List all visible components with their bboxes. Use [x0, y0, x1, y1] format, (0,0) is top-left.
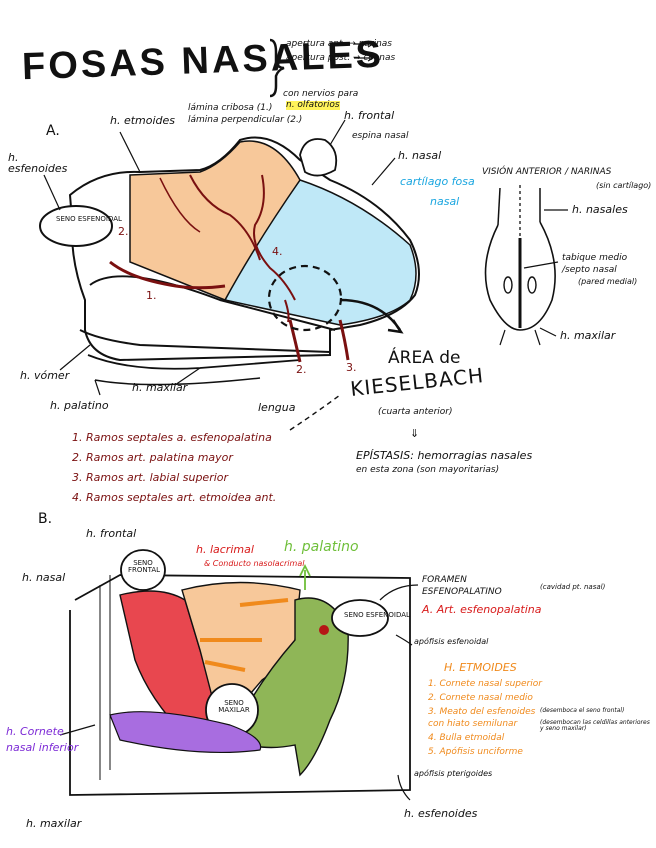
septum-diagram	[39, 119, 420, 431]
etmoides-item-3b: con hiato semilunar	[428, 719, 518, 729]
label-tabique-1: tabique medio	[562, 253, 628, 263]
etmoides-item-3: 3. Meato del esfenoides	[428, 707, 536, 717]
label-foramen-2: ESFENOPALATINO	[422, 587, 502, 597]
label-foramen-1: FORAMEN	[422, 575, 467, 585]
title-brace-line-2: apertura post. → coanas	[286, 53, 396, 63]
label-apofisis: apófisis esfenoidal	[414, 637, 489, 646]
frontal-sinus-b	[120, 549, 166, 591]
label-cartilago-1: cartílago fosa	[400, 175, 475, 188]
label-seno-maxilar: SENO MAXILAR	[218, 699, 250, 714]
label-h-etmoides: h. etmoides	[110, 114, 176, 127]
etmoides-item-2: 2. Cornete nasal medio	[428, 693, 533, 703]
label-h-frontal-a: h. frontal	[344, 109, 395, 122]
label-foramen-note: (cavidad pt. nasal)	[540, 583, 606, 591]
label-h-nasal-a: h. nasal	[398, 149, 442, 162]
artery-item-1: 1. Ramos septales a. esfenopalatina	[72, 431, 272, 444]
perpendicular-plate	[129, 140, 301, 301]
label-apofisis-pterigoides: apófisis pterigoides	[414, 769, 493, 778]
label-h-maxilar-a: h. maxilar	[132, 381, 188, 394]
sphenoid-sinus-a	[39, 205, 113, 247]
label-h-maxilar-vision: h. maxilar	[560, 329, 616, 342]
etmoides-item-5: 5. Apófisis unciforme	[428, 747, 523, 757]
section-a-marker: A.	[46, 123, 60, 139]
label-area-sub: (cuarta anterior)	[378, 407, 453, 417]
label-lengua: lengua	[258, 401, 296, 414]
label-lamina-cribosa: lámina cribosa (1.)	[188, 103, 273, 113]
vision-title: VISIÓN ANTERIOR / NARINAS	[482, 167, 612, 177]
label-cornete-2: nasal inferior	[6, 741, 79, 754]
label-cartilago-2: nasal	[430, 195, 460, 208]
lateral-wall-diagram	[59, 549, 419, 801]
label-h-vomer: h. vómer	[20, 369, 70, 382]
etmoides-item-1: 1. Cornete nasal superior	[428, 679, 542, 689]
number-3-marker: 3.	[346, 361, 357, 374]
vision-sub: (sin cartílago)	[596, 181, 652, 190]
section-b-marker: B.	[38, 511, 53, 527]
label-art-esfeno: A. Art. esfenopalatina	[422, 603, 542, 616]
label-tabique-2: /septo nasal	[562, 265, 617, 275]
number-1-marker: 1.	[146, 289, 157, 302]
label-h-nasal-b: h. nasal	[22, 571, 66, 584]
label-seno-frontal: SENO FRONTAL	[128, 559, 161, 574]
artery-item-3: 3. Ramos art. labial superior	[72, 471, 229, 484]
kiesselbach-area	[267, 264, 343, 332]
label-h-etmoides-left: h. esfenoides	[8, 151, 68, 175]
label-h-frontal-b: h. frontal	[86, 527, 137, 540]
label-h-etmoides-b: H. ETMOIDES	[444, 661, 517, 674]
title-brace	[269, 38, 285, 98]
label-h-lacrimal: h. lacrimal	[196, 543, 254, 556]
label-epistaxis-2: en esta zona (son mayoritarias)	[356, 465, 500, 475]
label-tabique-3: (pared medial)	[578, 277, 638, 286]
label-n-olfatorios: n. olfatorios	[286, 100, 340, 110]
label-cornete-1: h. Cornete	[6, 725, 64, 738]
sphenoid-sinus-b	[331, 599, 389, 637]
label-espina-nasal: espina nasal	[352, 131, 409, 141]
anterior-view-diagram	[484, 185, 568, 346]
label-h-palatino-a: h. palatino	[50, 399, 109, 412]
label-h-maxilar-b: h. maxilar	[26, 817, 82, 830]
etmoides-item-4: 4. Bulla etmoidal	[428, 733, 505, 743]
label-area-1: ÁREA de	[388, 348, 461, 368]
label-seno-esfenoidal-a: SENO ESFENOIDAL	[56, 215, 122, 223]
note-small-1: (desemboca el seno frontal)	[540, 707, 625, 714]
note-small-2: (desembocan las celdillas anteriores y s…	[540, 719, 650, 732]
number-2b-marker: 2.	[296, 363, 307, 376]
label-h-esfenoides-b: h. esfenoides	[404, 807, 478, 820]
artery-item-4: 4. Ramos septales art. etmoidea ant.	[72, 491, 277, 504]
down-arrow-glyph: ⇓	[410, 427, 420, 440]
label-conducto: & Conducto nasolacrimal	[204, 559, 305, 568]
label-seno-esfenoidal-b: SENO ESFENOIDAL	[344, 611, 410, 619]
number-4-marker: 4.	[272, 245, 283, 258]
artery-item-2: 2. Ramos art. palatina mayor	[72, 451, 233, 464]
title-brace-line-1: apertura ant. → narinas	[286, 39, 392, 49]
label-h-palatino-b: h. palatino	[284, 539, 359, 555]
label-lamina-perpendicular: lámina perpendicular (2.)	[188, 115, 303, 125]
label-h-nasales: h. nasales	[572, 203, 628, 216]
label-epistaxis-1: EPÍSTASIS: hemorragias nasales	[356, 449, 533, 462]
number-2-marker: 2.	[118, 225, 129, 238]
label-con-nervios: con nervios para	[283, 89, 359, 99]
inferior-turbinate	[109, 711, 262, 754]
